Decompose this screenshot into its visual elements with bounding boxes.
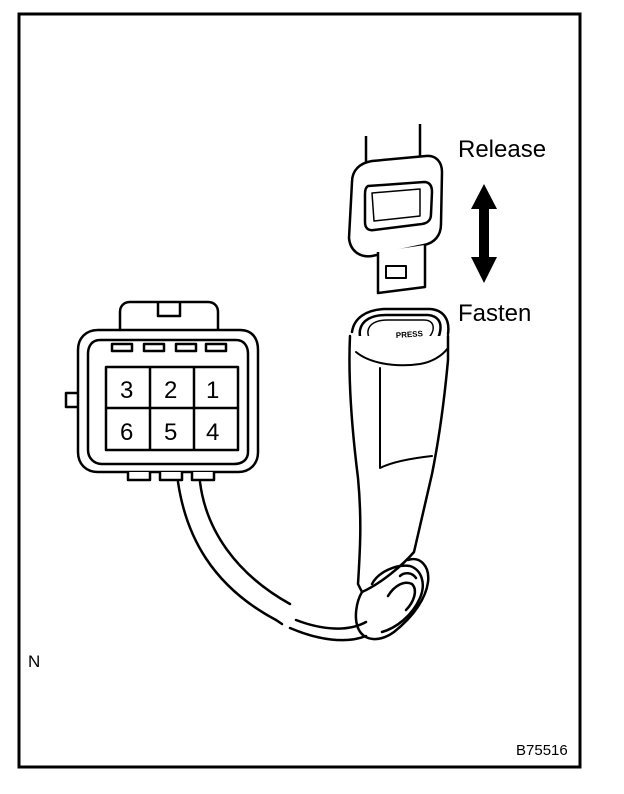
fasten-label: Fasten: [458, 300, 531, 327]
six-pin-connector: [64, 300, 260, 482]
pin-label: 1: [206, 377, 219, 404]
figure-id: B75516: [516, 742, 568, 759]
pin-label: 3: [120, 377, 133, 404]
corner-mark: N: [28, 652, 40, 671]
pin-label: 2: [164, 377, 177, 404]
seat-belt-buckle: [348, 307, 450, 641]
belt-tongue: [347, 124, 444, 295]
pin-label: 6: [120, 419, 133, 446]
release-label: Release: [458, 136, 546, 163]
connector-wires: [176, 480, 368, 642]
press-button-text: PRESS: [396, 329, 424, 340]
pin-label: 4: [206, 419, 219, 446]
release-fasten-arrow-icon: [471, 184, 497, 283]
figure-frame: [17, 12, 582, 769]
pin-label: 5: [164, 419, 177, 446]
